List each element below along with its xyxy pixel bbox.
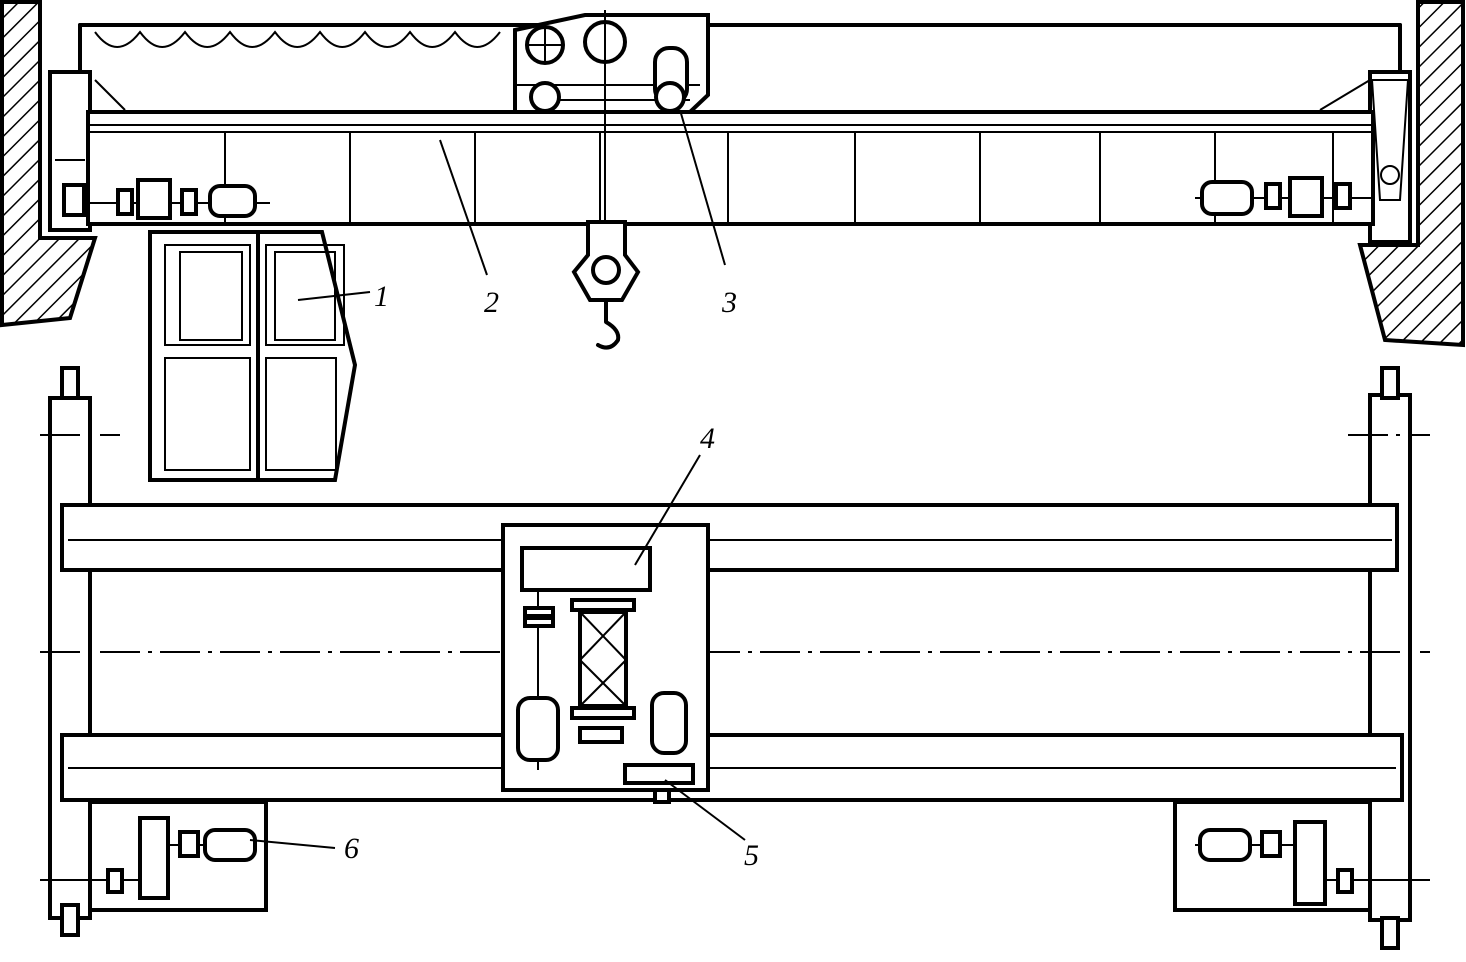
hoist-drum <box>570 598 636 744</box>
right-end-carriage <box>1368 70 1412 244</box>
right-travel-drive <box>1195 176 1375 218</box>
label-4: 4 <box>700 422 715 455</box>
hoist-motor <box>520 546 652 592</box>
main-girder-upper <box>60 503 1399 572</box>
trolley <box>513 13 710 114</box>
left-end-beam <box>48 396 92 920</box>
label-6: 6 <box>344 832 359 865</box>
label-1: 1 <box>374 280 389 313</box>
elevation-view <box>0 0 1465 482</box>
right-end-beam <box>1368 393 1412 922</box>
hook-block <box>571 220 641 350</box>
label-5: 5 <box>744 839 759 872</box>
plan-view <box>40 366 1430 950</box>
left-bridge-drive <box>70 800 268 912</box>
left-travel-drive <box>84 178 270 220</box>
festoon-cable <box>94 30 501 48</box>
trolley-motor <box>650 691 688 755</box>
right-bridge-drive <box>1173 800 1400 912</box>
right-wall <box>1357 0 1465 348</box>
bridge-girder <box>86 110 1375 226</box>
trolley-plan <box>501 523 710 804</box>
label-2: 2 <box>484 286 499 319</box>
label-3: 3 <box>721 286 737 319</box>
operator-cabin <box>148 230 358 482</box>
left-wall <box>0 0 98 328</box>
